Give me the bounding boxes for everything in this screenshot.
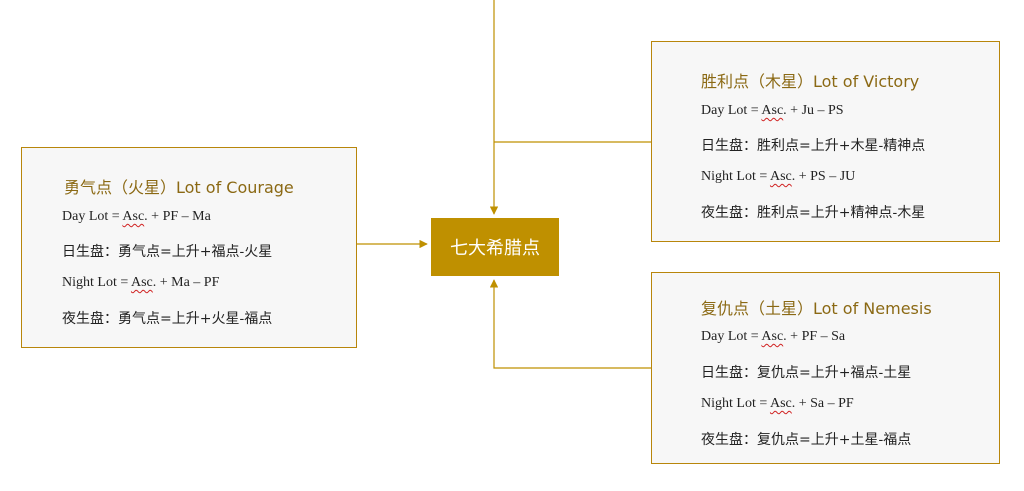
card-title: 勇气点（火星）Lot of Courage xyxy=(64,178,294,197)
day-lot-chinese: 日生盘：胜利点=上升+木星-精神点 xyxy=(701,138,926,154)
asc-abbrev: Asc xyxy=(769,396,792,411)
center-node-seven-greek-lots: 七大希腊点 xyxy=(431,218,559,276)
day-lot-chinese: 日生盘：复仇点=上升+福点-土星 xyxy=(701,365,912,381)
night-lot-formula: Night Lot = Asc. + Ma – PF xyxy=(62,275,220,290)
asc-abbrev: Asc xyxy=(761,329,784,344)
asc-abbrev: Asc xyxy=(130,275,153,290)
asc-abbrev: Asc xyxy=(769,169,792,184)
asc-abbrev: Asc xyxy=(122,209,145,224)
card-lot-of-courage: 勇气点（火星）Lot of Courage Day Lot = Asc. + P… xyxy=(21,147,357,348)
night-lot-chinese: 夜生盘：胜利点=上升+精神点-木星 xyxy=(701,205,926,221)
day-lot-formula: Day Lot = Asc. + PF – Sa xyxy=(701,329,846,344)
card-lot-of-victory: 胜利点（木星）Lot of Victory Day Lot = Asc. + J… xyxy=(651,41,1000,242)
connector-nemesis xyxy=(489,279,651,369)
day-lot-chinese: 日生盘：勇气点=上升+福点-火星 xyxy=(62,244,273,260)
night-lot-chinese: 夜生盘：勇气点=上升+火星-福点 xyxy=(62,311,273,327)
card-lot-of-nemesis: 复仇点（土星）Lot of Nemesis Day Lot = Asc. + P… xyxy=(651,272,1000,464)
night-lot-formula: Night Lot = Asc. + Sa – PF xyxy=(701,396,854,411)
card-title: 复仇点（土星）Lot of Nemesis xyxy=(701,299,932,318)
card-title: 胜利点（木星）Lot of Victory xyxy=(701,72,920,91)
asc-abbrev: Asc xyxy=(761,103,784,118)
day-lot-formula: Day Lot = Asc. + Ju – PS xyxy=(701,103,844,118)
night-lot-chinese: 夜生盘：复仇点=上升+土星-福点 xyxy=(701,432,912,448)
night-lot-formula: Night Lot = Asc. + PS – JU xyxy=(701,169,856,184)
center-node-label: 七大希腊点 xyxy=(450,238,540,259)
day-lot-formula: Day Lot = Asc. + PF – Ma xyxy=(62,209,211,224)
